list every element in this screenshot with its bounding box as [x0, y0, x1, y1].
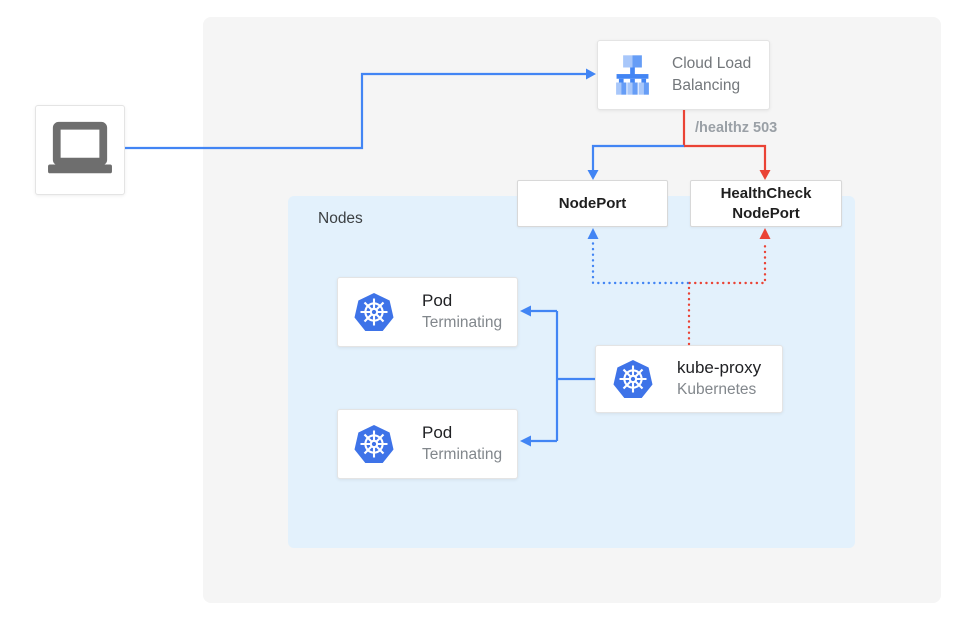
pod-title: Pod: [422, 423, 453, 442]
pod-title: Pod: [422, 291, 453, 310]
kube-proxy-title: kube-proxy: [677, 358, 762, 377]
laptop-icon: [43, 119, 117, 181]
pod-status: Terminating: [422, 314, 503, 332]
healthcheck-nodeport-node: HealthCheck NodePort: [690, 180, 842, 227]
kube-proxy-subtitle: Kubernetes: [677, 381, 757, 399]
pod-status: Terminating: [422, 446, 503, 464]
cloud-load-balancing-label: Cloud Load Balancing: [672, 55, 752, 94]
kubernetes-icon: [352, 422, 396, 466]
healthz-status-label: /healthz 503: [695, 120, 778, 136]
kubernetes-icon: [611, 357, 655, 401]
nodes-label: Nodes: [318, 210, 363, 227]
nodeport-node: NodePort: [517, 180, 668, 227]
load-balancer-icon: [610, 54, 655, 96]
pod-node-2: Pod Terminating: [337, 409, 518, 479]
kubernetes-icon: [352, 290, 396, 334]
client-node: [35, 105, 125, 195]
cloud-load-balancing-node: Cloud Load Balancing: [597, 40, 770, 110]
pod-node-1: Pod Terminating: [337, 277, 518, 347]
kube-proxy-node: kube-proxy Kubernetes: [595, 345, 783, 413]
